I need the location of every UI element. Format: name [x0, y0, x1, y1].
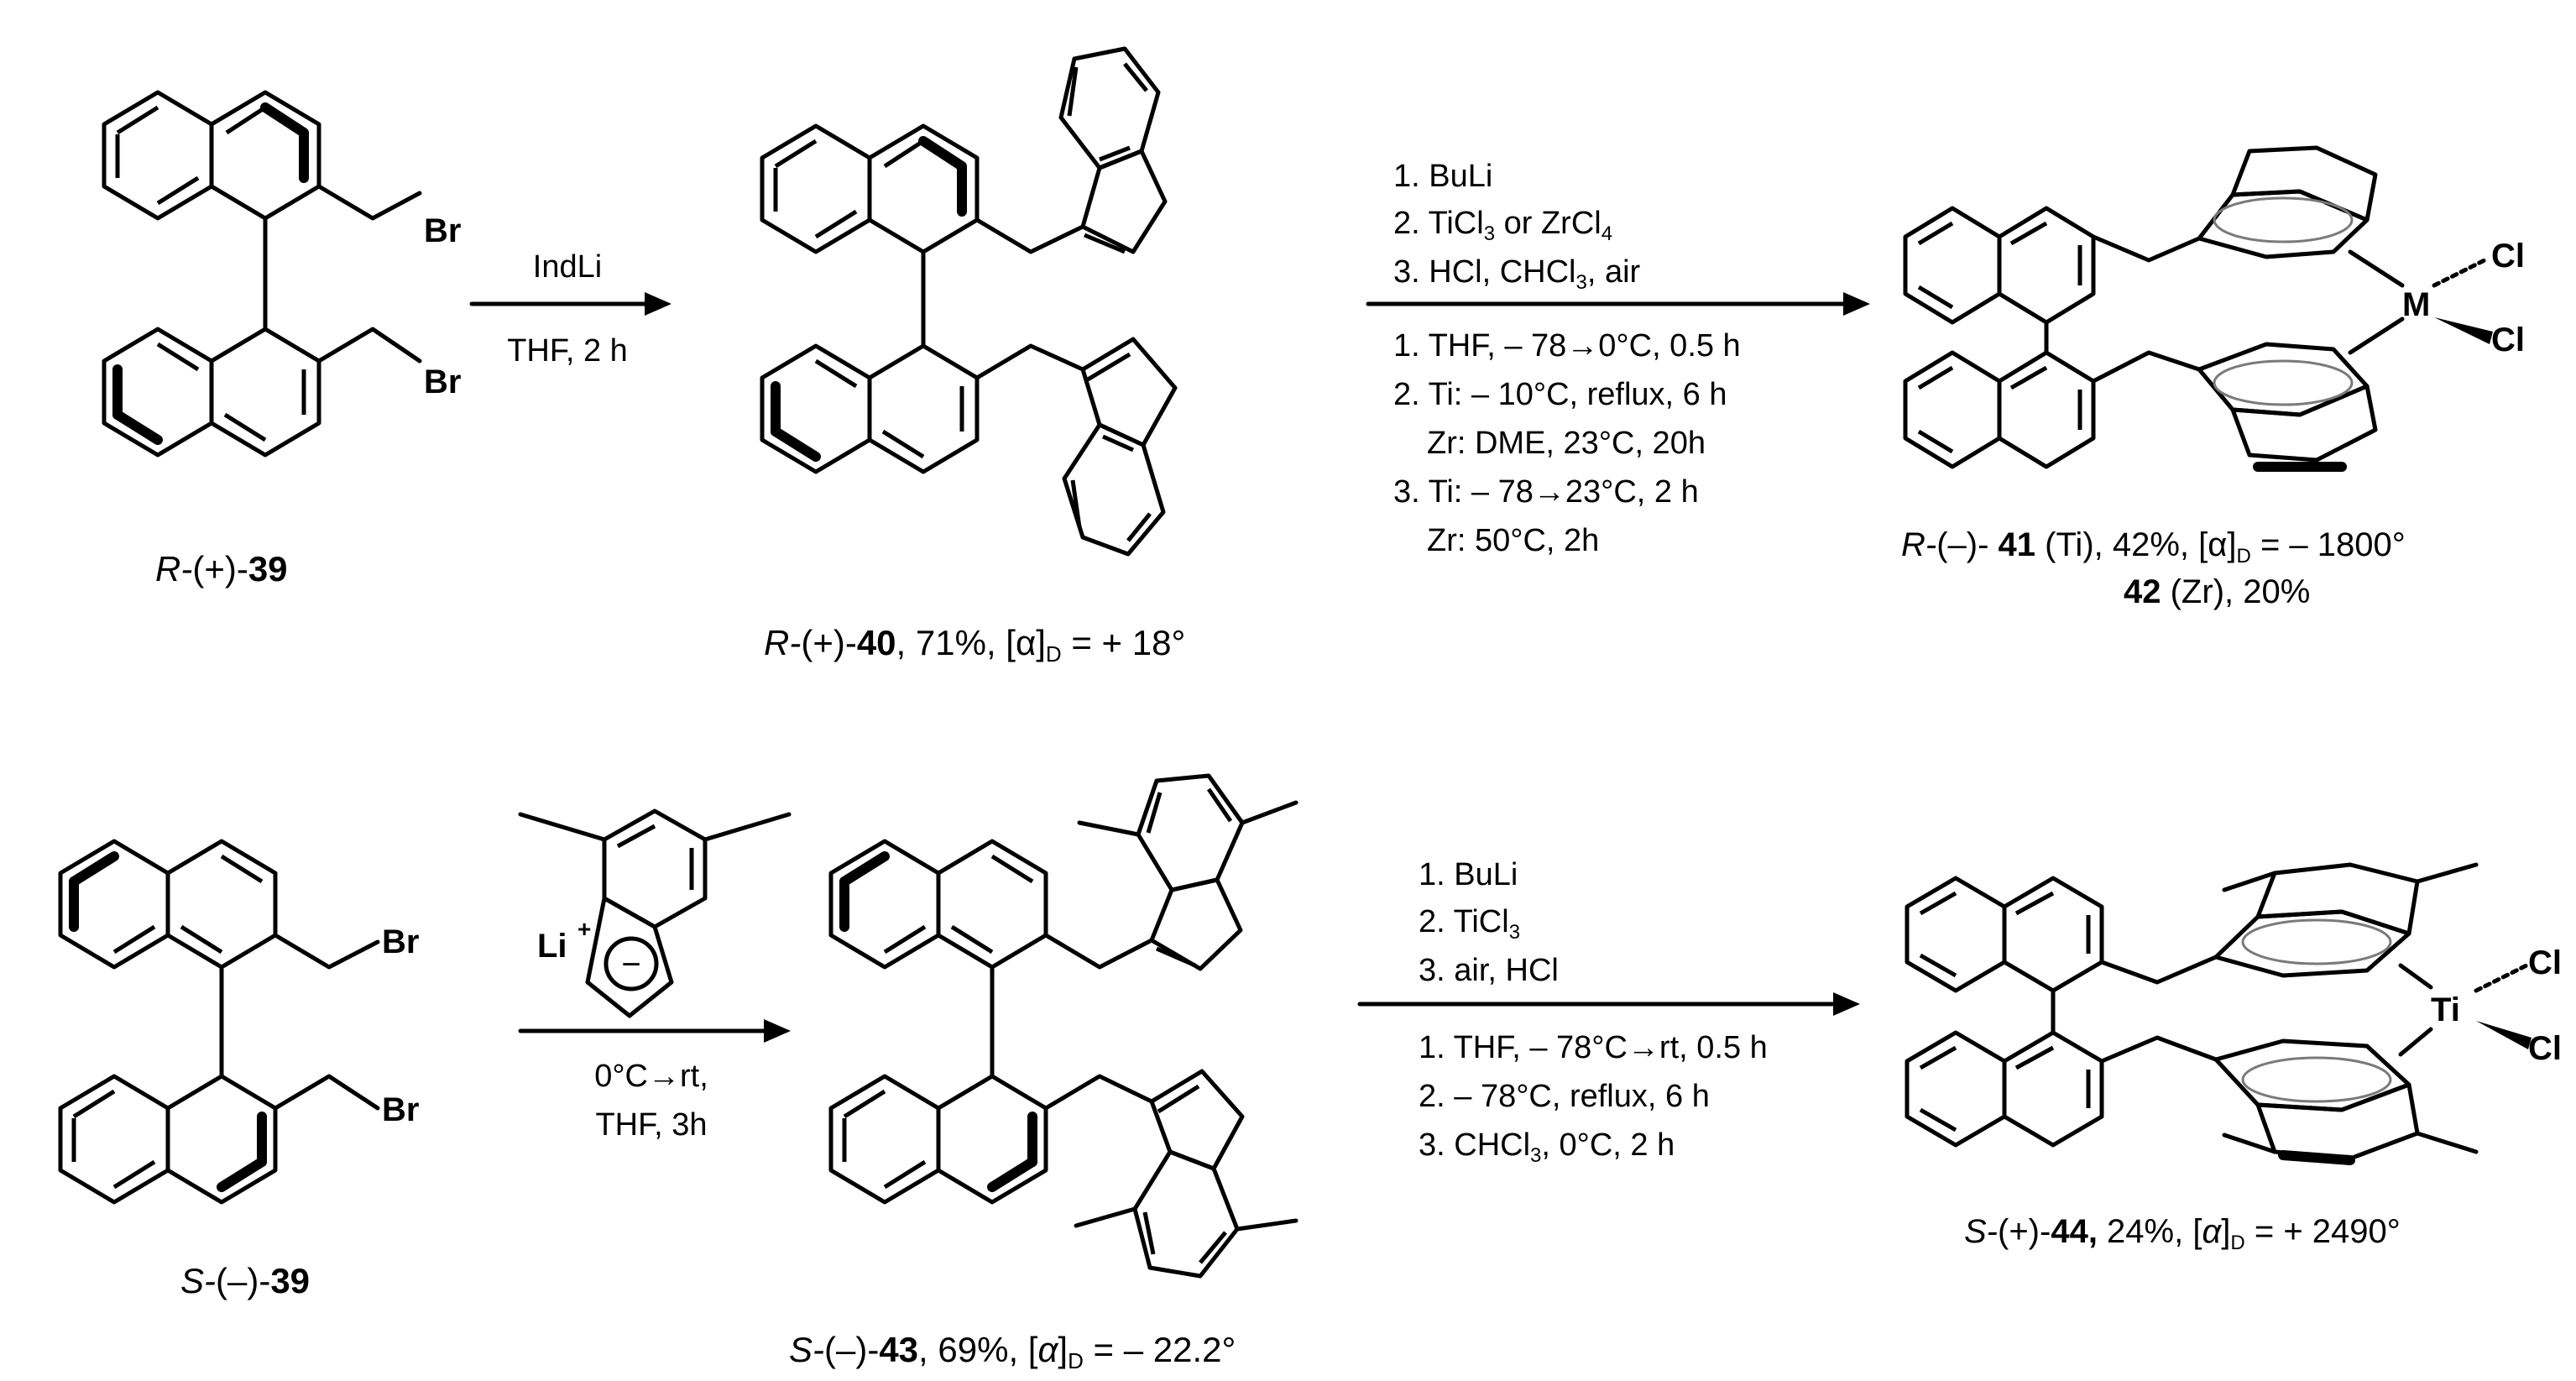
- reaction-4-reagents: 1. BuLi 2. TiCl3 3. air, HCl: [1419, 857, 1559, 988]
- reaction-arrow-2: [1366, 292, 1870, 316]
- bromine-label-2: Br: [424, 364, 461, 400]
- compound-41-structure: M Cl Cl: [1903, 145, 2525, 472]
- chlorine-label-1: Cl: [2491, 238, 2525, 275]
- bromine-label-1: Br: [424, 212, 461, 249]
- compound-41-label: R-(–)- 41 (Ti), 42%, [α]D = – 1800°: [1901, 526, 2406, 568]
- metal-m-label: M: [2402, 286, 2430, 323]
- reaction-arrow-3: [518, 1019, 791, 1043]
- compound-r-40-structure: [760, 46, 1178, 557]
- condition-2-line-1: 1. THF, – 78→0°C, 0.5 h: [1393, 328, 1741, 364]
- chlorine-label-3: Cl: [2528, 944, 2562, 981]
- reagent-4-line-3: 3. air, HCl: [1419, 953, 1559, 988]
- condition-4-line-1: 1. THF, – 78°C→rt, 0.5 h: [1419, 1030, 1768, 1065]
- condition-2-line-5: Zr: 50°C, 2h: [1427, 523, 1599, 558]
- reaction-arrow-1: [469, 292, 671, 316]
- compound-s-39-structure: Br Br: [58, 839, 419, 1205]
- compound-r-40-label: R-(+)-40, 71%, [α]D = + 18°: [764, 623, 1185, 667]
- lithium-charge: +: [577, 916, 591, 942]
- bromine-label-4: Br: [382, 1091, 419, 1128]
- lithium-indenide-reagent: − Li +: [518, 808, 792, 1018]
- reaction-4-conditions: 1. THF, – 78°C→rt, 0.5 h 2. – 78°C, refl…: [1419, 1030, 1768, 1167]
- reaction-arrow-4: [1357, 992, 1860, 1016]
- compound-s-39-label: S-(–)-39: [180, 1261, 310, 1300]
- compound-s-44-structure: Ti Cl Cl: [1905, 862, 2562, 1165]
- titanium-label: Ti: [2431, 991, 2460, 1028]
- reagent-indli: IndLi: [533, 249, 602, 285]
- bromine-label-3: Br: [382, 923, 419, 960]
- condition-2-line-2: 2. Ti: – 10°C, reflux, 6 h: [1393, 377, 1727, 412]
- minus-charge: −: [621, 946, 640, 983]
- condition-3-line-2: THF, 3h: [595, 1107, 707, 1143]
- compound-r-39-label: R-(+)-39: [155, 549, 288, 588]
- condition-2-line-4: 3. Ti: – 78→23°C, 2 h: [1393, 474, 1699, 510]
- compound-r-39-structure: Br Br: [102, 90, 461, 458]
- reagent-4-line-2: 2. TiCl3: [1419, 904, 1520, 944]
- reaction-2-conditions: 1. THF, – 78→0°C, 0.5 h 2. Ti: – 10°C, r…: [1393, 328, 1741, 558]
- condition-2-line-3: Zr: DME, 23°C, 20h: [1427, 426, 1706, 461]
- condition-3-line-1: 0°C→rt,: [594, 1059, 708, 1094]
- reaction-2-reagents: 1. BuLi 2. TiCl3 or ZrCl4 3. HCl, CHCl3,…: [1393, 159, 1641, 294]
- compound-s-44-label: S-(+)-44, 24%, [α]D = + 2490°: [1964, 1213, 2401, 1254]
- compound-42-label: 42 (Zr), 20%: [2124, 573, 2310, 610]
- condition-thf-2h: THF, 2 h: [507, 333, 628, 369]
- reagent-2-line-3: 3. HCl, CHCl3, air: [1393, 254, 1641, 294]
- reagent-4-line-1: 1. BuLi: [1419, 857, 1518, 892]
- chlorine-label-4: Cl: [2528, 1030, 2562, 1067]
- condition-4-line-3: 3. CHCl3, 0°C, 2 h: [1419, 1127, 1675, 1167]
- chlorine-label-2: Cl: [2491, 322, 2525, 358]
- compound-s-43-label: S-(–)-43, 69%, [α]D = – 22.2°: [789, 1330, 1236, 1373]
- lithium-label: Li: [537, 928, 567, 965]
- reagent-2-line-1: 1. BuLi: [1393, 159, 1492, 194]
- condition-4-line-2: 2. – 78°C, reflux, 6 h: [1419, 1079, 1710, 1114]
- compound-s-43-structure: [828, 773, 1298, 1279]
- reagent-2-line-2: 2. TiCl3 or ZrCl4: [1393, 206, 1612, 245]
